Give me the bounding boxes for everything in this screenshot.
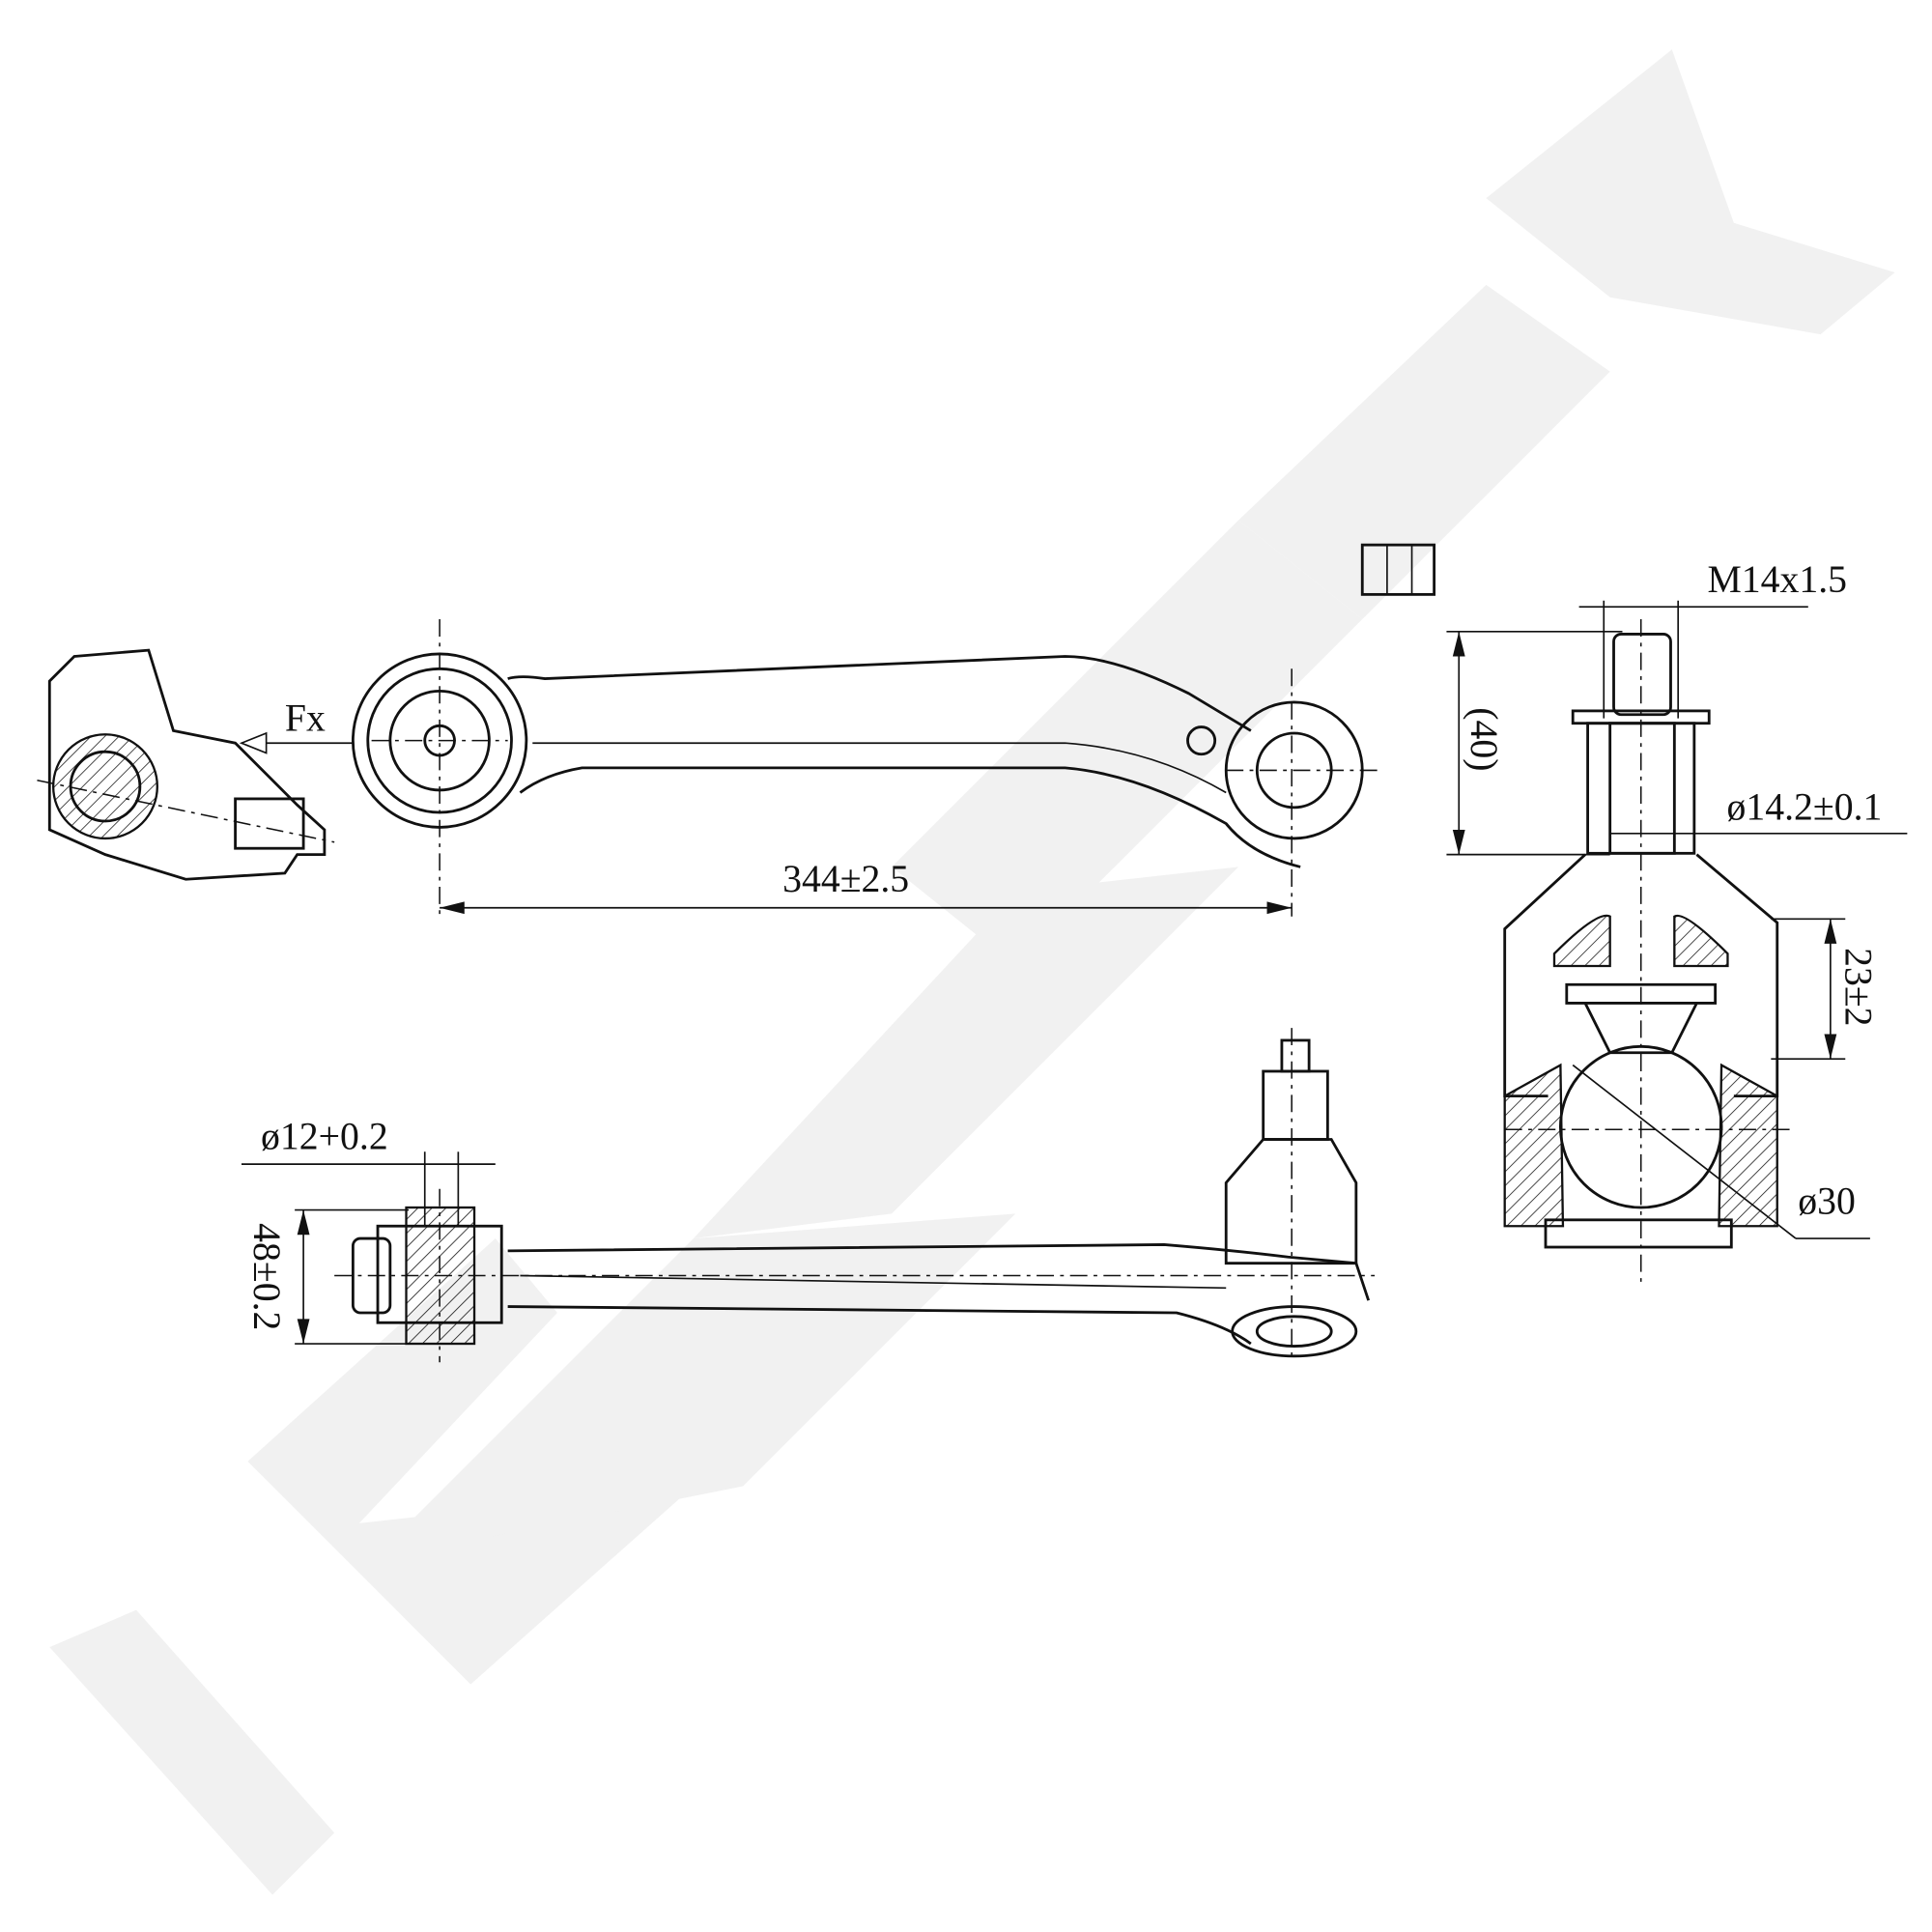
bushing-bore-label: ø12+0.2 [261, 1116, 388, 1158]
ball-joint-side-view [37, 648, 335, 881]
section-dimension-lines [1446, 600, 1908, 1060]
length-label: 344±2.5 [782, 858, 909, 900]
force-arrow [239, 731, 354, 754]
ball-joint-section-view [1503, 619, 1870, 1289]
stud-height-label: (40) [1463, 707, 1505, 771]
ball-diameter-label: ø30 [1798, 1179, 1856, 1222]
force-label: Fx [285, 696, 326, 739]
bushing-width-label: 48±0.2 [245, 1223, 288, 1330]
thread-label: M14x1.5 [1707, 558, 1847, 601]
travel-label: 23±2 [1836, 948, 1879, 1026]
length-dimension-line [440, 901, 1293, 915]
control-arm-top-view [351, 619, 1381, 917]
stud-diameter-label: ø14.2±0.1 [1727, 786, 1883, 829]
nut-icon [1360, 543, 1436, 596]
watermark [49, 49, 1895, 1895]
bushing-dimension-lines [242, 1151, 496, 1345]
